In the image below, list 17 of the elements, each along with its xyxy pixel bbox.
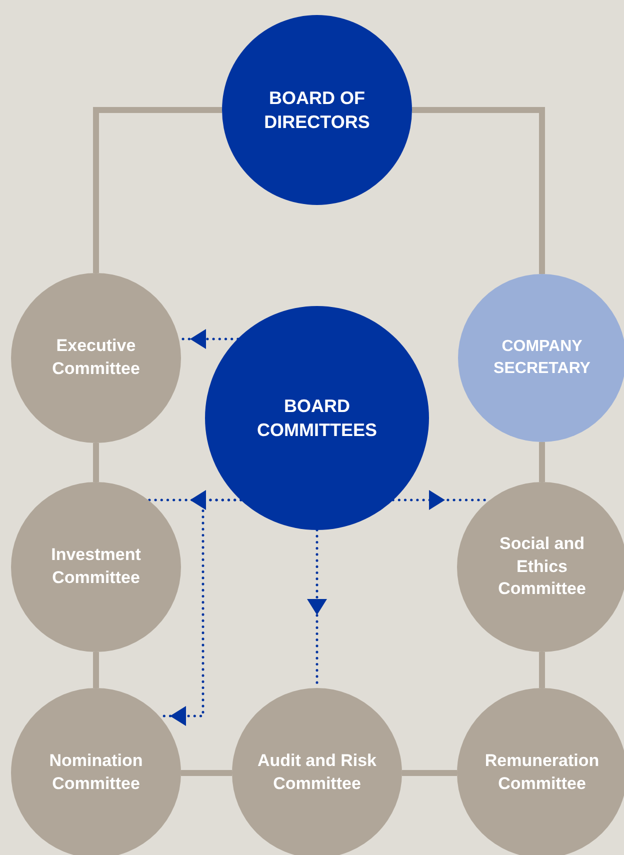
node-label: Social and Ethics Committee [497, 532, 587, 600]
connector-line [93, 652, 99, 688]
node-label: Audit and Risk Committee [256, 750, 378, 795]
node-label: BOARD COMMITTEES [256, 394, 378, 442]
node-label: BOARD OF DIRECTORS [263, 86, 371, 134]
node-label: Nomination Committee [48, 750, 144, 795]
node-label: Remuneration Committee [484, 750, 600, 795]
node-label: COMPANY SECRETARY [492, 337, 592, 379]
node-label: Executive Committee [51, 335, 141, 380]
connector-line [539, 442, 545, 482]
connector-line [93, 443, 99, 482]
connector-line [93, 107, 222, 273]
connector-line [539, 652, 545, 688]
node-label: Investment Committee [50, 544, 142, 589]
connector-line [402, 770, 457, 776]
connector-line [412, 107, 545, 274]
connector-line [181, 770, 232, 776]
